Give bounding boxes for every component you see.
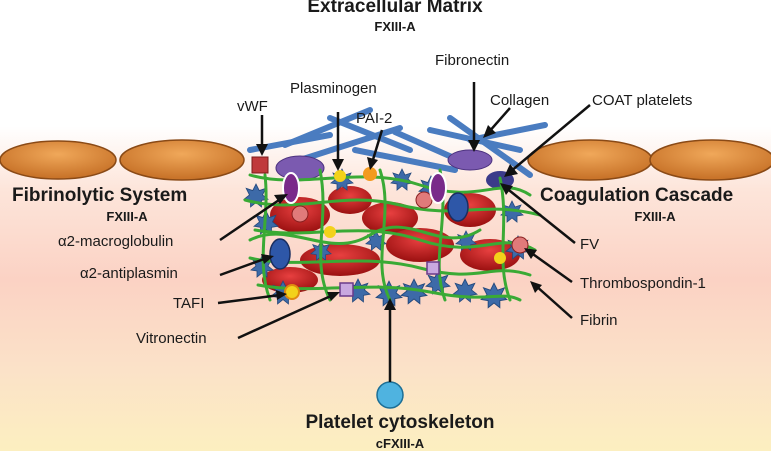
plasminogen-dot <box>334 170 346 182</box>
pink-circle <box>415 191 433 209</box>
tafi-dot <box>284 284 300 300</box>
red-blood-cell <box>362 202 418 234</box>
label-collagen: Collagen <box>490 92 550 109</box>
pai2-dot <box>363 167 377 181</box>
label-tsp1: Thrombospondin-1 <box>580 275 706 292</box>
endothelial-cell <box>0 140 117 180</box>
vwf-square <box>251 156 269 174</box>
coagulation-title: Coagulation Cascade <box>540 185 734 206</box>
endothelial-cell <box>527 139 653 181</box>
cytoskeleton-circle <box>376 381 404 409</box>
label-vitronectin: Vitronectin <box>136 330 207 347</box>
a2ap-oval <box>269 238 291 270</box>
label-coat: COAT platelets <box>592 92 693 109</box>
pink-circle <box>291 205 309 223</box>
label-a2m: α2-macroglobulin <box>58 233 174 250</box>
endothelial-cell <box>649 139 771 181</box>
fv-oval <box>447 192 469 222</box>
label-fibronectin: Fibronectin <box>435 52 510 69</box>
label-tafi: TAFI <box>173 295 205 312</box>
fibrinolytic-sub: FXIII-A <box>106 209 148 224</box>
a2m-oval <box>429 172 447 204</box>
coagulation-sub: FXIII-A <box>634 209 676 224</box>
extracellular-title: Extracellular Matrix <box>307 0 483 17</box>
label-pai2: PAI-2 <box>356 110 393 127</box>
extracellular-sub: FXIII-A <box>374 19 416 34</box>
endothelial-cell <box>119 139 245 181</box>
endothelial-cells <box>0 139 771 181</box>
platelet-sub: cFXIII-A <box>375 436 425 451</box>
label-fibrin: Fibrin <box>580 312 618 329</box>
label-fv: FV <box>580 236 600 253</box>
label-a2ap: α2-antiplasmin <box>80 265 178 282</box>
label-vwf: vWF <box>237 98 268 115</box>
a2m-oval <box>282 172 300 204</box>
yellow-dot <box>494 252 506 264</box>
platelet-title: Platelet cytoskeleton <box>305 412 495 433</box>
vitronectin-square <box>339 282 354 297</box>
fibrinolytic-title: Fibrinolytic System <box>12 185 188 206</box>
label-plasminogen: Plasminogen <box>290 80 377 97</box>
pink-circle <box>511 236 529 254</box>
lavender-square <box>426 261 440 275</box>
pointer-arrows <box>217 82 591 340</box>
yellow-dot <box>324 226 336 238</box>
